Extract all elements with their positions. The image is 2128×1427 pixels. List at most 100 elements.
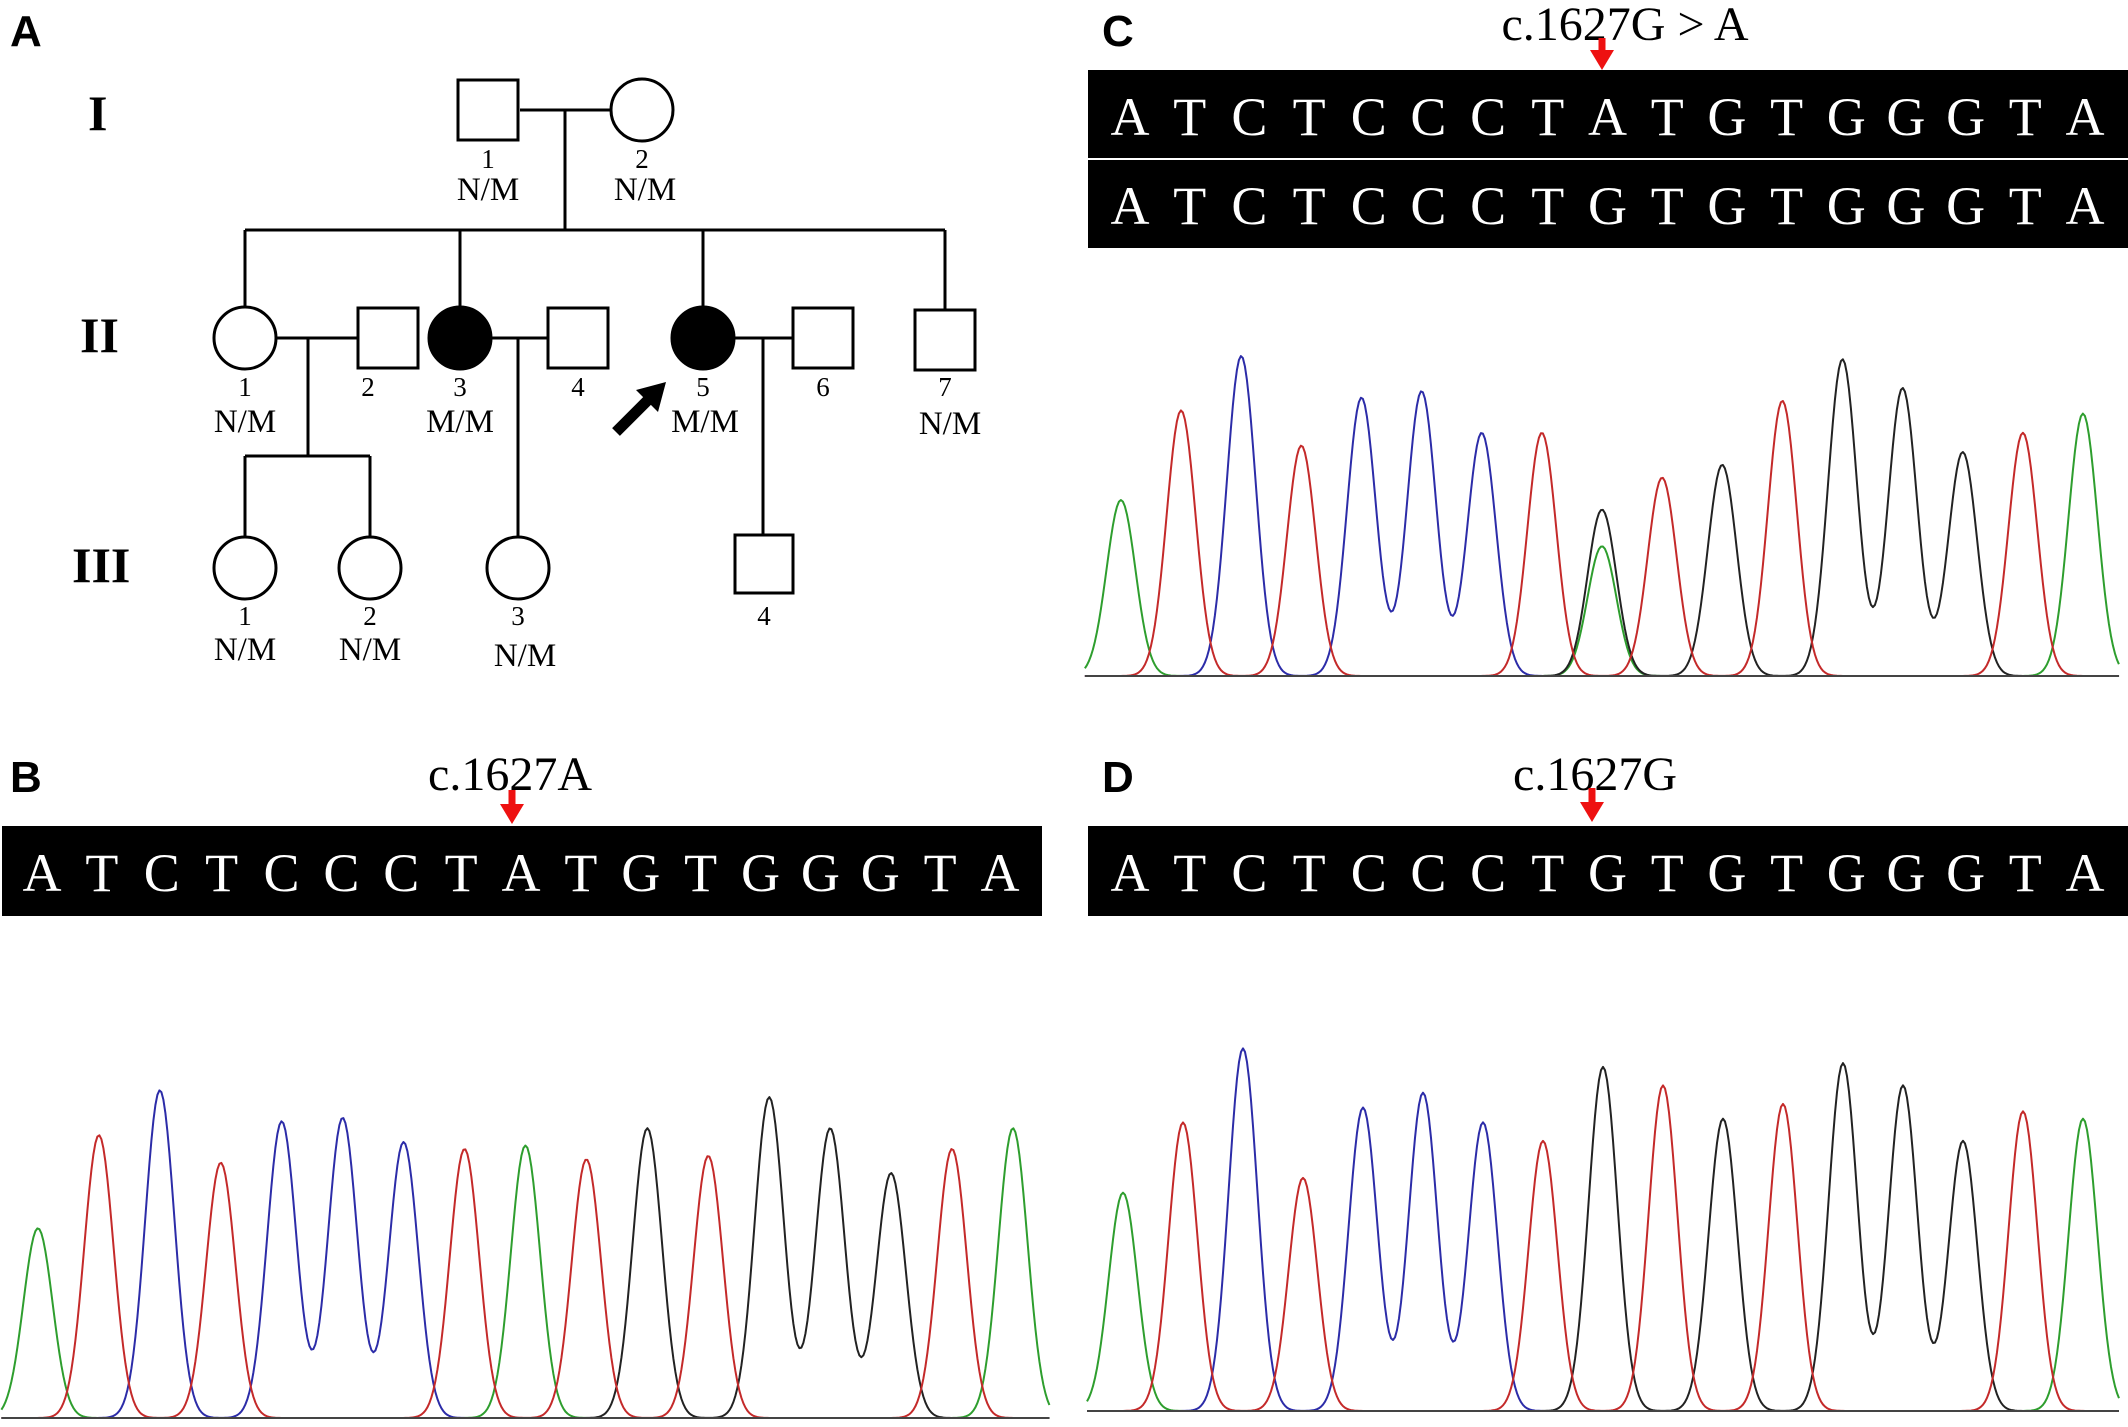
male-symbol-i-1 (456, 78, 520, 142)
sequence-c-bottom-letter: G (1827, 176, 1866, 236)
sequence-d-letter: C (1410, 843, 1446, 903)
genotype-label: N/M (339, 632, 401, 668)
sequence-b-letter: A (23, 843, 62, 903)
sequence-b-letter: T (924, 843, 957, 903)
sequence-b-letter: A (502, 843, 541, 903)
female-symbol-i-2 (609, 77, 675, 143)
sequence-c-bottom-letter: A (2066, 176, 2105, 236)
sequence-b-letter: T (684, 843, 717, 903)
proband-arrow-icon (612, 382, 666, 436)
sequence-c-bottom-letter: C (1351, 176, 1387, 236)
sequence-c-top-letter: T (1770, 87, 1803, 147)
sequence-c-bottom-letter: T (1531, 176, 1564, 236)
mutation-label-c: c.1627G > A (1501, 0, 1748, 51)
sequence-b-letter: G (621, 843, 660, 903)
genotype-label: N/M (457, 172, 519, 208)
individual-number: 1 (481, 144, 495, 174)
sequence-c-bottom-letter: G (1588, 176, 1627, 236)
male-symbol-ii-4 (546, 306, 610, 370)
sequence-d-letter: T (1531, 843, 1564, 903)
panel-letter-a: A (10, 7, 42, 56)
sequence-c-bottom-letter: G (1946, 176, 1985, 236)
chromatogram-b-trace-c (1, 1089, 1050, 1419)
panel-letter-d: D (1102, 753, 1134, 802)
sequence-d-letter: G (1707, 843, 1746, 903)
sequence-b-letter: A (981, 843, 1020, 903)
sequence-c-bottom-letter: C (1410, 176, 1446, 236)
sequence-d-letter: T (1173, 843, 1206, 903)
sequence-c-bottom-letter: T (1651, 176, 1684, 236)
sequence-c-top-letter: T (1173, 87, 1206, 147)
sequence-c-top-letter: T (1293, 87, 1326, 147)
pedigree-chart: I II III (72, 77, 981, 674)
sequence-c-top-letter: T (1651, 87, 1684, 147)
genotype-label: N/M (919, 406, 981, 442)
chromatogram-c-trace-c (1084, 355, 2119, 677)
sequence-c-top-letter: A (2066, 87, 2105, 147)
sequence-b-letter: T (205, 843, 238, 903)
male-symbol-ii-7 (913, 308, 977, 372)
sequence-b-letter: T (445, 843, 478, 903)
sequence-d-letter: G (1588, 843, 1627, 903)
chromatogram-c (1084, 355, 2120, 677)
sequence-box-c-top (1088, 70, 2128, 158)
individual-number: 4 (757, 601, 771, 631)
individual-number: 6 (816, 372, 830, 402)
sequence-c-top-letter: G (1886, 87, 1925, 147)
genotype-label: N/M (614, 172, 676, 208)
sequence-c-top-letter: A (1111, 87, 1150, 147)
chromatogram-b (0, 1089, 1051, 1419)
sequence-c-top-letter: C (1470, 87, 1506, 147)
sequence-d-letter: T (1770, 843, 1803, 903)
sequence-d-letter: G (1886, 843, 1925, 903)
genotype-label: M/M (671, 404, 739, 440)
sequence-c-top-letter: C (1351, 87, 1387, 147)
individual-number: 1 (238, 601, 252, 631)
male-symbol-iii-4 (733, 533, 795, 595)
sequence-c-bottom-letter: T (1770, 176, 1803, 236)
sequence-c-top-letter: T (2009, 87, 2042, 147)
sequence-box-d (1088, 826, 2128, 916)
sequence-c-top-letter: C (1410, 87, 1446, 147)
mutation-arrow-d-icon (1580, 788, 1604, 822)
individual-number: 3 (511, 601, 525, 631)
sequence-b-letter: G (861, 843, 900, 903)
mutation-arrow-b-icon (500, 790, 524, 824)
sequence-b-letter: G (801, 843, 840, 903)
male-symbol-ii-6 (791, 306, 855, 370)
sequence-d-letter: C (1231, 843, 1267, 903)
sequence-d-letter: T (1293, 843, 1326, 903)
chromatogram-b-trace-t (1, 1134, 1050, 1419)
chromatogram-d (1086, 1047, 2120, 1412)
sequence-c-bottom-letter: G (1707, 176, 1746, 236)
sequence-box-c-bottom (1088, 160, 2128, 248)
affected-female-symbol-ii-3 (427, 305, 493, 371)
sequence-c-top-letter: A (1588, 87, 1627, 147)
sequence-b-letter: T (85, 843, 118, 903)
sequence-c-bottom-letter: T (2009, 176, 2042, 236)
sequence-d-letter: G (1827, 843, 1866, 903)
sequence-c-top-letter: G (1707, 87, 1746, 147)
sequence-d-letter: G (1946, 843, 1985, 903)
sequence-b-letter: C (263, 843, 299, 903)
panel-letter-c: C (1102, 7, 1134, 56)
sequence-d-letter: C (1470, 843, 1506, 903)
sequence-c-top-letter: T (1531, 87, 1564, 147)
sequence-box-b (2, 826, 1042, 916)
sequence-c-top-letter: G (1827, 87, 1866, 147)
sequence-b-letter: G (741, 843, 780, 903)
genotype-label: N/M (214, 632, 276, 668)
generation-label-3: III (72, 537, 130, 593)
affected-female-symbol-ii-5 (670, 305, 736, 371)
chromatogram-d-trace-a (1086, 1117, 2120, 1412)
sequence-b-letter: C (144, 843, 180, 903)
chromatogram-c-trace-g (1084, 358, 2119, 677)
sequence-b-letter: T (564, 843, 597, 903)
individual-number: 7 (938, 372, 952, 402)
